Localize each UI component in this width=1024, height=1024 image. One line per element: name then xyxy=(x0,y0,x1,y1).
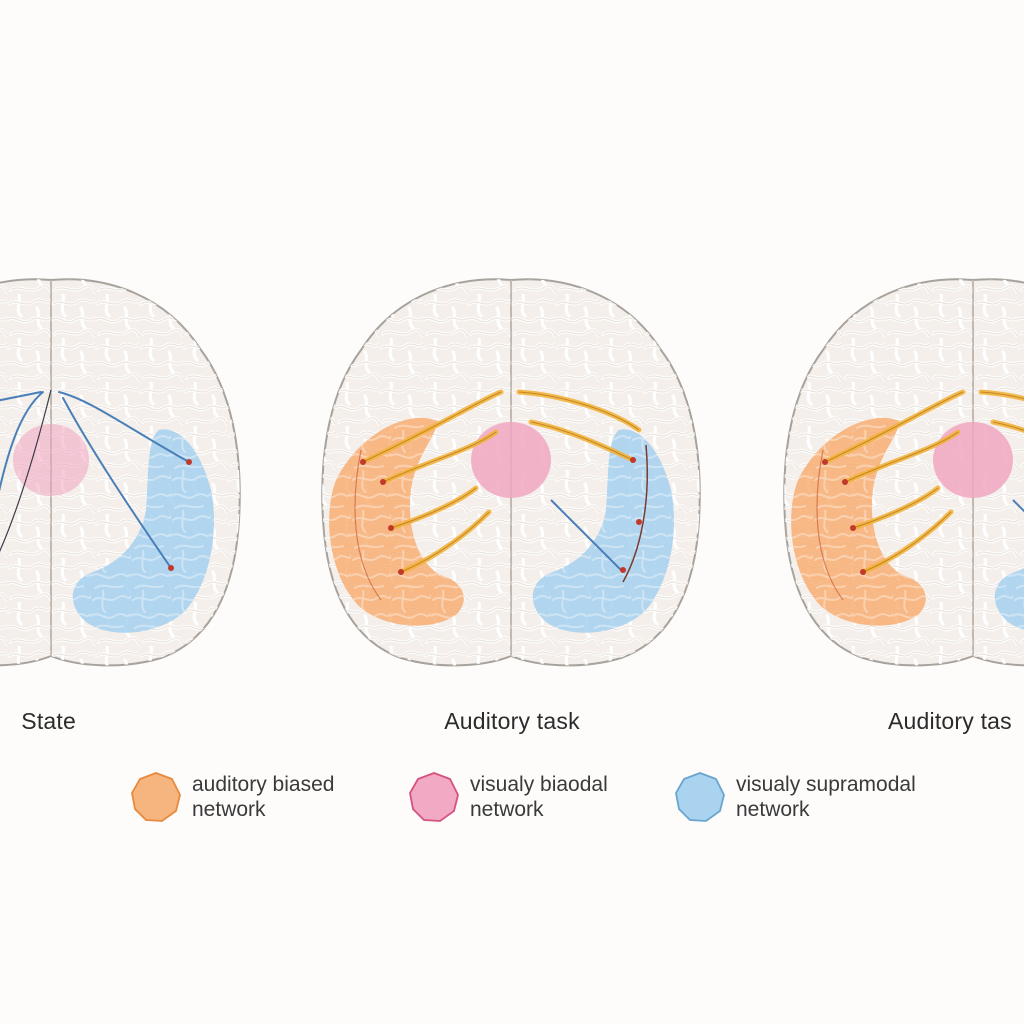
connection-node xyxy=(860,569,866,575)
gold-connection-core xyxy=(518,391,640,431)
auditory-network-texture xyxy=(329,417,464,626)
auditory-vessel xyxy=(816,449,844,601)
legend-item-auditory: auditory biased network xyxy=(130,768,370,828)
bimodal-network-region xyxy=(933,422,1013,498)
gold-connection-core xyxy=(824,391,964,463)
panel-label-center: Auditory task xyxy=(444,708,580,734)
connection-node xyxy=(842,479,848,485)
connection-node xyxy=(630,457,636,463)
blue-connection xyxy=(0,391,42,402)
legend-text-auditory: auditory biased network xyxy=(192,772,334,822)
gold-connection-core xyxy=(844,431,959,483)
legend-supra-line1: visualy supramodal xyxy=(736,773,916,796)
connection-node xyxy=(850,525,856,531)
supramodal-network-texture xyxy=(994,568,1024,630)
panel-label-left: State xyxy=(0,708,120,740)
gold-connection-core xyxy=(862,511,952,573)
connection-node xyxy=(398,569,404,575)
auditory-network-texture xyxy=(791,417,926,626)
blue-connection xyxy=(0,391,44,492)
legend-item-bimodal: visualy biaodal network xyxy=(408,768,648,828)
gold-connection-core xyxy=(852,487,939,529)
connection-node xyxy=(620,567,626,573)
brain-center xyxy=(321,278,701,667)
legend-text-bimodal: visualy biaodal network xyxy=(470,772,608,822)
legend-bimodal-line1: visualy biaodal xyxy=(470,773,608,796)
brain-right xyxy=(783,278,1024,667)
blue-connection xyxy=(1012,499,1024,513)
blue-connection xyxy=(62,397,172,569)
bimodal-network-region xyxy=(471,422,551,498)
gold-connection-core xyxy=(980,391,1024,400)
gold-connection-core xyxy=(992,421,1024,431)
connection-node xyxy=(822,459,828,465)
legend-bimodal-line2: network xyxy=(470,798,544,821)
supramodal-network-swatch-icon xyxy=(675,772,725,822)
blue-connection xyxy=(58,391,190,463)
panel-label-right: Auditory tas xyxy=(888,708,1012,734)
legend-supra-line2: network xyxy=(736,798,810,821)
connection-node xyxy=(388,525,394,531)
supramodal-network-texture xyxy=(72,429,214,633)
gold-connection-core xyxy=(362,391,502,463)
bimodal-network-swatch-icon xyxy=(409,772,459,822)
legend-item-supramodal: visualy supramodal network xyxy=(674,768,974,828)
bimodal-network-region xyxy=(13,424,89,496)
connection-node xyxy=(360,459,366,465)
gold-connection-core xyxy=(530,421,634,461)
connection-node xyxy=(380,479,386,485)
auditory-network-swatch-icon xyxy=(131,772,181,822)
brain-panels xyxy=(0,278,1024,667)
connection-node xyxy=(636,519,642,525)
gold-connection-core xyxy=(382,431,497,483)
connection-node xyxy=(168,565,174,571)
legend-auditory-line1: auditory biased xyxy=(192,773,335,796)
brain-rest xyxy=(0,278,241,667)
auditory-vessel xyxy=(354,449,382,601)
gold-connection-core xyxy=(390,487,477,529)
panel-label-left-text: State xyxy=(21,708,76,734)
supramodal-network-texture xyxy=(532,429,674,633)
legend-text-supramodal: visualy supramodal network xyxy=(736,772,916,822)
legend-auditory-line2: network xyxy=(192,798,266,821)
connection-node xyxy=(186,459,192,465)
blue-connection xyxy=(622,444,649,583)
blue-connection xyxy=(550,499,622,571)
connection-thin xyxy=(0,389,52,553)
gold-connection-core xyxy=(400,511,490,573)
